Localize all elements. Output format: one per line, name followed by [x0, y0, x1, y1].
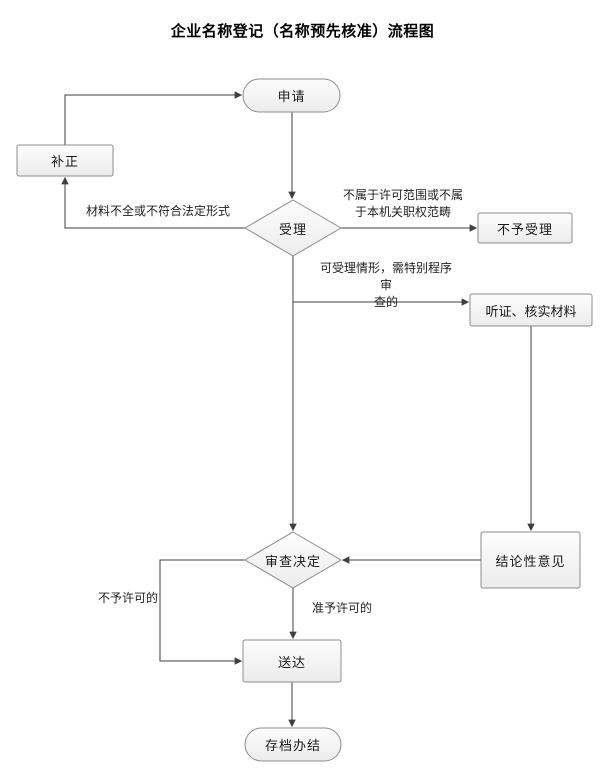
edge-correction-to-apply	[64, 91, 243, 145]
reject-node-shape	[477, 212, 573, 244]
page-title: 企业名称登记（名称预先核准）流程图	[170, 23, 435, 40]
hearing-node-shape	[469, 293, 593, 327]
archive-node-shape	[244, 727, 342, 762]
edge-decision-to-delivery-reject-path	[159, 559, 245, 665]
review-decision-diamond-shape	[244, 531, 342, 589]
conclusion-node-shape	[480, 531, 581, 589]
correction-node-shape	[16, 144, 114, 177]
edge-accept-to-correction	[61, 176, 245, 229]
delivery-node-shape	[242, 639, 342, 683]
apply-node-shape	[242, 78, 341, 113]
accept-decision-diamond-shape	[244, 199, 342, 257]
